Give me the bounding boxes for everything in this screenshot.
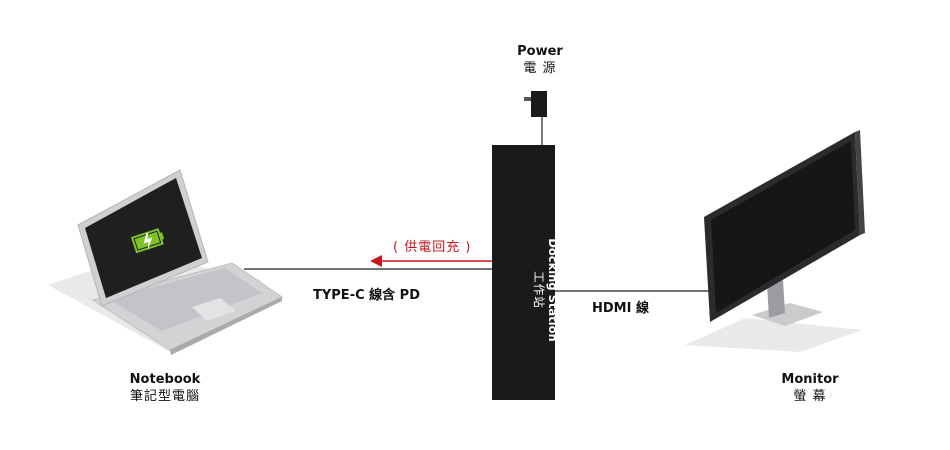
docking-station: [492, 145, 555, 400]
notebook-keyboard: [108, 268, 262, 331]
docking-station-label-zh: 工作站: [532, 271, 546, 309]
charge-label: ( 供電回充 ): [393, 240, 472, 255]
power-label-en: Power: [517, 44, 563, 59]
monitor-label: Monitor 螢 幕: [760, 371, 860, 405]
monitor-stand-base: [752, 303, 823, 326]
monitor-label-zh: 螢 幕: [793, 389, 827, 404]
power-label-zh: 電 源: [523, 61, 557, 76]
monitor-shadow: [685, 318, 862, 352]
charge-arrow-head: [370, 255, 382, 267]
monitor-edge: [855, 130, 865, 235]
docking-station-label-en: Docking Station: [546, 238, 560, 342]
notebook-label: Notebook 筆記型電腦: [110, 371, 220, 405]
monitor-screen: [711, 141, 855, 313]
monitor-label-en: Monitor: [781, 372, 839, 387]
battery-icon: [130, 228, 165, 254]
notebook-base-edge: [170, 297, 282, 355]
notebook-touchpad: [192, 298, 236, 321]
power-adapter: [531, 91, 547, 117]
notebook-label-en: Notebook: [129, 372, 201, 387]
hdmi-cable-label: HDMI 線: [592, 301, 649, 316]
power-plug-prong: [524, 97, 532, 101]
docking-station-label: Docking Station 工作站: [520, 215, 560, 365]
typec-cable-label: TYPE-C 線含 PD: [313, 288, 420, 303]
power-label: Power 電 源: [500, 43, 580, 77]
notebook-label-zh: 筆記型電腦: [129, 389, 200, 404]
